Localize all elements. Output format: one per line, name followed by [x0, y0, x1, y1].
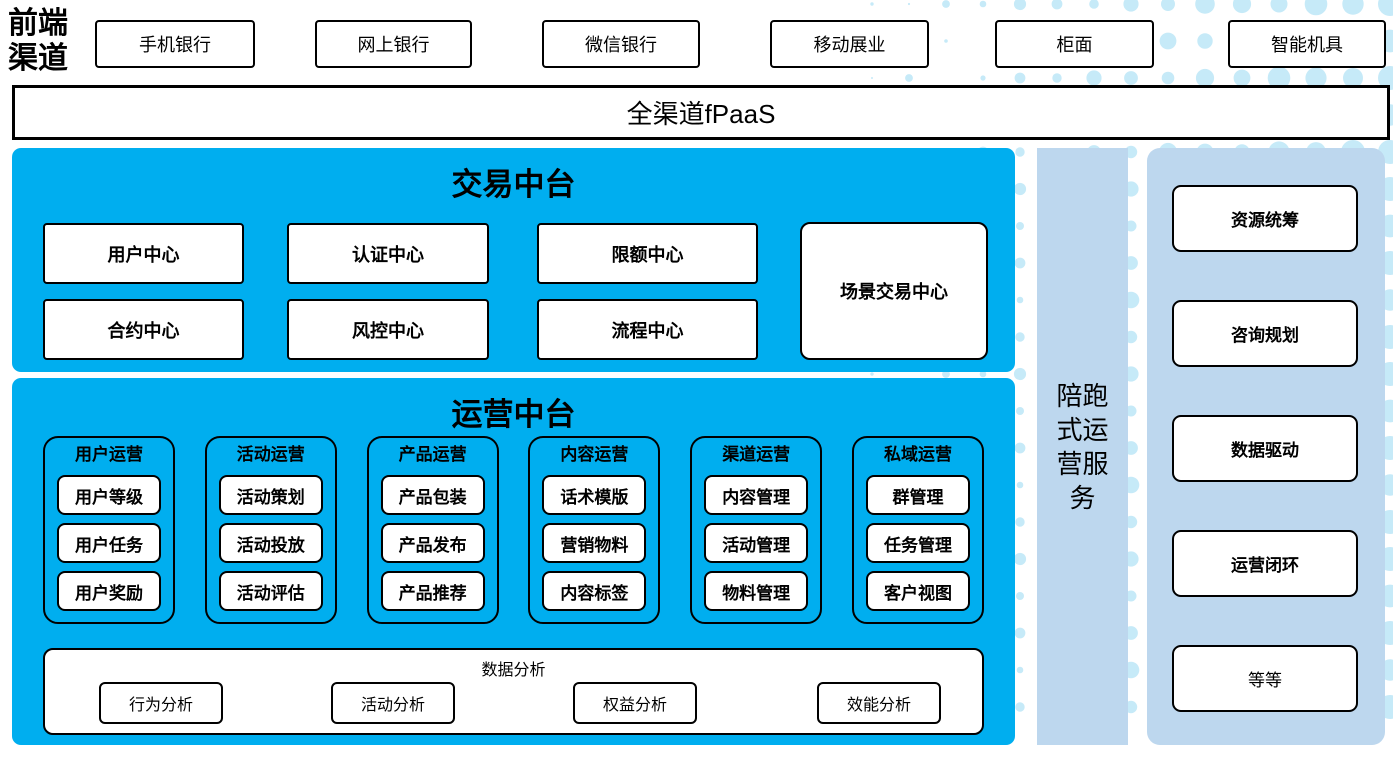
- channel-box-mobile-business: 移动展业: [770, 20, 929, 68]
- channel-box-smart-machine: 智能机具: [1228, 20, 1386, 68]
- channel-box-mobile-banking: 手机银行: [95, 20, 255, 68]
- ops-item-box: 用户任务: [57, 523, 161, 563]
- trade-platform-section: 交易中台 用户中心 认证中心 限额中心 合约中心 风控中心 流程中心 场景交易中…: [12, 148, 1015, 372]
- service-panel: 资源统筹 咨询规划 数据驱动 运营闭环 等等: [1147, 148, 1385, 745]
- ops-column-title: 渠道运营: [722, 445, 791, 464]
- ops-item-box: 物料管理: [704, 571, 809, 611]
- ops-column-title: 内容运营: [560, 445, 629, 464]
- trade-center-box-limit: 限额中心: [537, 223, 758, 284]
- service-box-consulting-planning: 咨询规划: [1172, 300, 1358, 367]
- analysis-box-rights: 权益分析: [573, 682, 697, 724]
- analysis-box-behavior: 行为分析: [99, 682, 223, 724]
- ops-column-product: 产品运营 产品包装 产品发布 产品推荐: [366, 436, 499, 624]
- operations-platform-section: 运营中台 用户运营 用户等级 用户任务 用户奖励 活动运营 活动策划 活动投放 …: [12, 378, 1015, 745]
- service-box-operation-loop: 运营闭环: [1172, 530, 1358, 597]
- channel-box-wechat-banking: 微信银行: [542, 20, 700, 68]
- ops-item-box: 内容标签: [542, 571, 647, 611]
- ops-item-box: 用户奖励: [57, 571, 161, 611]
- front-channel-label-line2: 渠道: [8, 42, 68, 75]
- ops-item-box: 群管理: [865, 475, 970, 515]
- service-box-data-driven: 数据驱动: [1172, 415, 1358, 482]
- trade-center-box-contract: 合约中心: [43, 299, 244, 360]
- ops-column-user: 用户运营 用户等级 用户任务 用户奖励: [43, 436, 175, 624]
- ops-item-box: 内容管理: [704, 475, 809, 515]
- ops-column-channel: 渠道运营 内容管理 活动管理 物料管理: [690, 436, 823, 624]
- channel-box-online-banking: 网上银行: [315, 20, 472, 68]
- ops-item-box: 产品包装: [380, 475, 485, 515]
- trade-center-box-auth: 认证中心: [287, 223, 489, 284]
- channel-box-counter: 柜面: [995, 20, 1154, 68]
- service-box-etc: 等等: [1172, 645, 1358, 712]
- ops-item-box: 活动评估: [218, 571, 323, 611]
- ops-column-private-domain: 私域运营 群管理 任务管理 客户视图: [851, 436, 984, 624]
- ops-column-content: 内容运营 话术模版 营销物料 内容标签: [528, 436, 661, 624]
- ops-item-box: 产品推荐: [380, 571, 485, 611]
- trade-center-box-user: 用户中心: [43, 223, 244, 284]
- trade-platform-title: 交易中台: [451, 167, 576, 202]
- data-analysis-strip: 数据分析 行为分析 活动分析 权益分析 效能分析: [43, 648, 984, 735]
- ops-item-box: 活动策划: [218, 475, 323, 515]
- ops-item-box: 用户等级: [57, 475, 161, 515]
- operations-platform-title: 运营中台: [451, 397, 576, 432]
- trade-center-box-risk: 风控中心: [287, 299, 489, 360]
- operations-columns: 用户运营 用户等级 用户任务 用户奖励 活动运营 活动策划 活动投放 活动评估 …: [43, 436, 984, 630]
- trade-center-box-process: 流程中心: [537, 299, 758, 360]
- ops-item-box: 任务管理: [865, 523, 970, 563]
- ops-item-box: 活动投放: [218, 523, 323, 563]
- analysis-box-efficiency: 效能分析: [817, 682, 941, 724]
- ops-column-title: 用户运营: [75, 445, 143, 464]
- front-channel-label-line1: 前端: [8, 7, 68, 40]
- ops-item-box: 产品发布: [380, 523, 485, 563]
- scene-trade-center-box: 场景交易中心: [800, 222, 988, 360]
- service-box-resource-coordination: 资源统筹: [1172, 185, 1358, 252]
- ops-item-box: 客户视图: [865, 571, 970, 611]
- companion-bar-text: 陪跑 式运 营服 务: [1056, 380, 1109, 513]
- ops-column-title: 私域运营: [883, 445, 952, 464]
- ops-item-box: 话术模版: [542, 475, 647, 515]
- analysis-box-activity: 活动分析: [331, 682, 455, 724]
- fpaas-bar: 全渠道fPaaS: [12, 85, 1390, 140]
- ops-column-title: 活动运营: [236, 445, 305, 464]
- ops-item-box: 营销物料: [542, 523, 647, 563]
- ops-column-activity: 活动运营 活动策划 活动投放 活动评估: [204, 436, 337, 624]
- ops-item-box: 活动管理: [704, 523, 809, 563]
- data-analysis-title: 数据分析: [481, 662, 546, 679]
- front-channel-label: 前端 渠道: [8, 6, 100, 76]
- ops-column-title: 产品运营: [398, 445, 467, 464]
- companion-operation-service-bar: 陪跑 式运 营服 务: [1037, 148, 1128, 745]
